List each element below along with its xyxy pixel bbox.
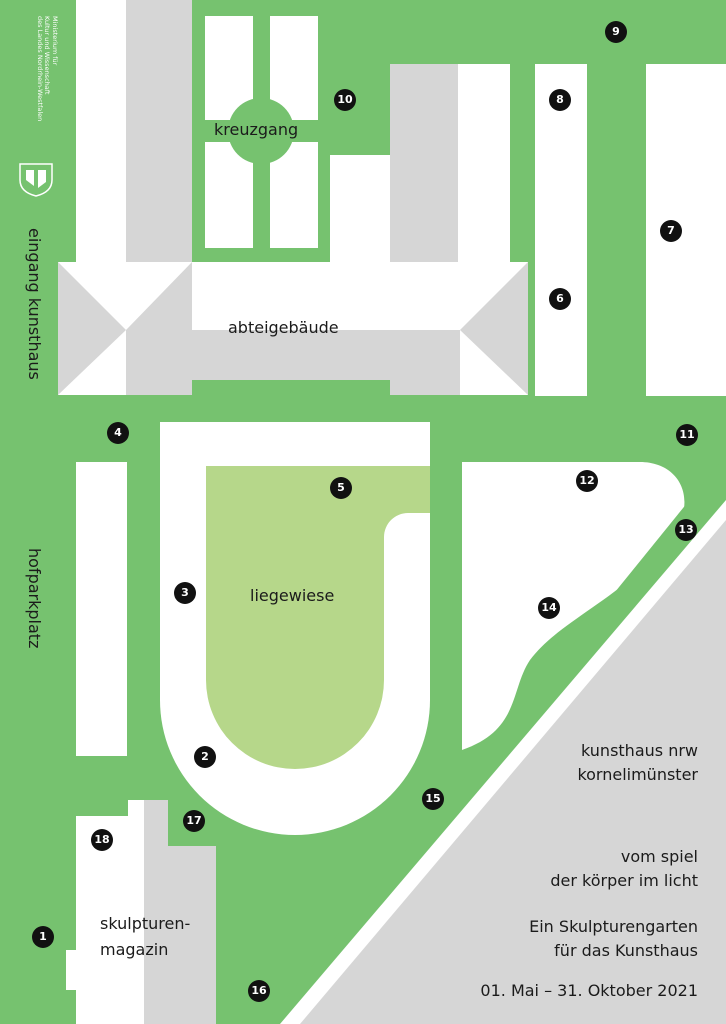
marker-5[interactable]: 5 [330, 477, 352, 499]
motto-line-2: der körper im licht [550, 871, 698, 890]
abbey-roof-south [126, 330, 460, 395]
marker-4[interactable]: 4 [107, 422, 129, 444]
building-east-7 [646, 64, 726, 396]
marker-10[interactable]: 10 [334, 89, 356, 111]
marker-14[interactable]: 14 [538, 597, 560, 619]
magazine-grey [144, 800, 216, 1024]
lawn-area [206, 466, 430, 769]
marker-3[interactable]: 3 [174, 582, 196, 604]
abbey-roof-east [460, 262, 528, 395]
entrance-label: eingang kunsthaus [25, 228, 44, 380]
magazine-white [76, 800, 144, 1024]
abbey-label: abteigebäude [228, 318, 339, 337]
marker-11[interactable]: 11 [676, 424, 698, 446]
cloister-center [228, 98, 294, 164]
ministry-credit: Ministerium für Kultur und Wissenschaft … [36, 16, 59, 121]
magazine-label-line2: magazin [100, 940, 169, 959]
coat-of-arms-icon [19, 163, 53, 197]
dates: 01. Mai – 31. Oktober 2021 [480, 981, 698, 1000]
marker-1[interactable]: 1 [32, 926, 54, 948]
marker-9[interactable]: 9 [605, 21, 627, 43]
marker-2[interactable]: 2 [194, 746, 216, 768]
brand-line-1: kunsthaus nrw [581, 741, 698, 760]
marker-16[interactable]: 16 [248, 980, 270, 1002]
marker-12[interactable]: 12 [576, 470, 598, 492]
subtitle-line-2: für das Kunsthaus [554, 941, 698, 960]
abbey-courtyard-notch [192, 380, 390, 395]
ministry-line-3: des Landes Nordrhein-Westfalen [36, 16, 44, 122]
building-parking-strip [76, 462, 127, 756]
marker-17[interactable]: 17 [183, 810, 205, 832]
marker-7[interactable]: 7 [660, 220, 682, 242]
magazine-label-line1: skulpturen- [100, 914, 191, 933]
abbey-roof-west [58, 262, 126, 395]
magazine-annex [66, 950, 78, 990]
building-strip-6-8 [535, 64, 587, 396]
marker-18[interactable]: 18 [91, 829, 113, 851]
ministry-line-2: Kultur und Wissenschaft [43, 16, 52, 95]
parking-label: hofparkplatz [25, 548, 44, 649]
marker-15[interactable]: 15 [422, 788, 444, 810]
building-church-nave [330, 155, 390, 265]
brand-line-2: kornelimünster [577, 765, 698, 784]
marker-8[interactable]: 8 [549, 89, 571, 111]
cloister-label: kreuzgang [214, 120, 299, 139]
subtitle-line-1: Ein Skulpturengarten [529, 917, 698, 936]
rail-area [300, 520, 726, 1024]
lawn-label: liegewiese [250, 586, 335, 605]
ministry-line-1: Ministerium für [51, 16, 59, 66]
marker-6[interactable]: 6 [549, 288, 571, 310]
motto-line-1: vom spiel [620, 847, 698, 866]
field-east [462, 462, 685, 750]
marker-13[interactable]: 13 [675, 519, 697, 541]
abbey-roof-west-inner [126, 262, 192, 330]
